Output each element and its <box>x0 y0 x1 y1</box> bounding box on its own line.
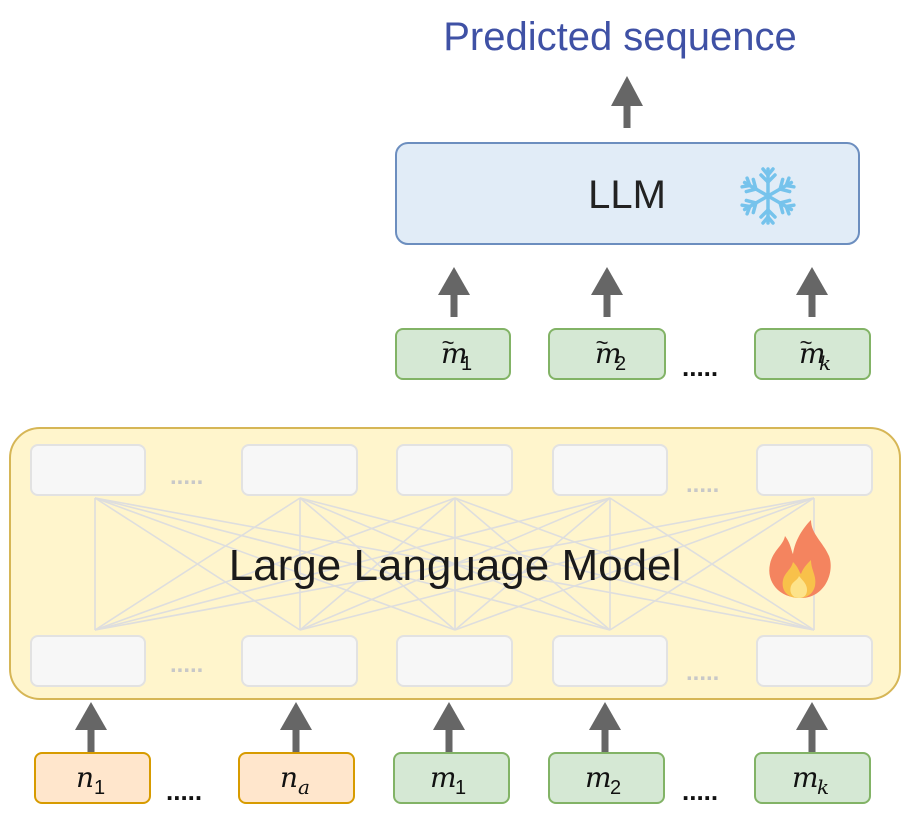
svg-text:m: m <box>441 337 468 370</box>
token-base: n <box>76 761 94 794</box>
frozen-llm-label: LLM <box>588 173 666 217</box>
upper-node <box>396 444 513 496</box>
token-tilde: ~ <box>800 330 813 355</box>
token-base: m <box>585 761 612 794</box>
token-subscript: k <box>817 775 829 799</box>
svg-text:m: m <box>585 761 612 794</box>
lower-node <box>396 635 513 687</box>
frozen-llm-box <box>395 142 860 245</box>
token-base: m <box>595 337 622 370</box>
svg-text:n: n <box>280 761 298 794</box>
token-subscript: 2 <box>610 777 621 799</box>
attention-connections <box>94 497 815 631</box>
token-subscript: a <box>298 775 310 799</box>
token-base: m <box>441 337 468 370</box>
lower-node <box>756 635 873 687</box>
compressed-token-2: m ~ 2 <box>548 328 666 380</box>
upper-node <box>241 444 358 496</box>
snowflake-icon <box>739 167 797 225</box>
upper-ellipsis-1: ..... <box>170 463 203 490</box>
output-arrow <box>611 76 643 128</box>
svg-text:m: m <box>799 337 826 370</box>
upper-node <box>756 444 873 496</box>
lower-node <box>552 635 668 687</box>
token-subscript: 2 <box>615 353 626 375</box>
diagram-title: Predicted sequence <box>443 15 797 59</box>
lower-node <box>241 635 358 687</box>
upper-node <box>30 444 146 496</box>
compressed-ellipsis: ..... <box>682 352 718 382</box>
lower-layer <box>30 635 873 687</box>
token-subscript: 1 <box>461 353 472 375</box>
llm-input-arrows <box>438 267 828 317</box>
token-base: m <box>430 761 457 794</box>
input-ellipsis-1: ..... <box>166 776 202 806</box>
input-token-n1: n 1 <box>34 752 151 804</box>
trainable-llm-label: Large Language Model <box>229 541 682 590</box>
input-token-m1: m 1 <box>393 752 510 804</box>
lower-node <box>30 635 146 687</box>
token-subscript: 1 <box>455 777 466 799</box>
input-token-m2: m 2 <box>548 752 665 804</box>
upper-ellipsis-2: ..... <box>686 471 719 498</box>
lower-ellipsis-1: ..... <box>170 651 203 678</box>
token-tilde: ~ <box>442 330 455 355</box>
token-subscript: k <box>819 351 831 375</box>
fire-icon <box>769 520 831 598</box>
upper-node <box>552 444 668 496</box>
upper-layer <box>30 444 873 496</box>
compressed-token-k: m ~ k <box>754 328 871 380</box>
input-token-na: n a <box>238 752 355 804</box>
token-base: m <box>792 761 819 794</box>
token-base: m <box>799 337 826 370</box>
token-base: n <box>280 761 298 794</box>
input-ellipsis-2: ..... <box>682 776 718 806</box>
svg-text:m: m <box>430 761 457 794</box>
lower-ellipsis-2: ..... <box>686 659 719 686</box>
input-arrows <box>75 702 828 752</box>
token-tilde: ~ <box>596 330 609 355</box>
svg-text:n: n <box>76 761 94 794</box>
token-subscript: 1 <box>94 777 105 799</box>
input-token-mk: m k <box>754 752 871 804</box>
compressed-token-1: m ~ 1 <box>395 328 511 380</box>
svg-text:m: m <box>595 337 622 370</box>
svg-text:m: m <box>792 761 819 794</box>
